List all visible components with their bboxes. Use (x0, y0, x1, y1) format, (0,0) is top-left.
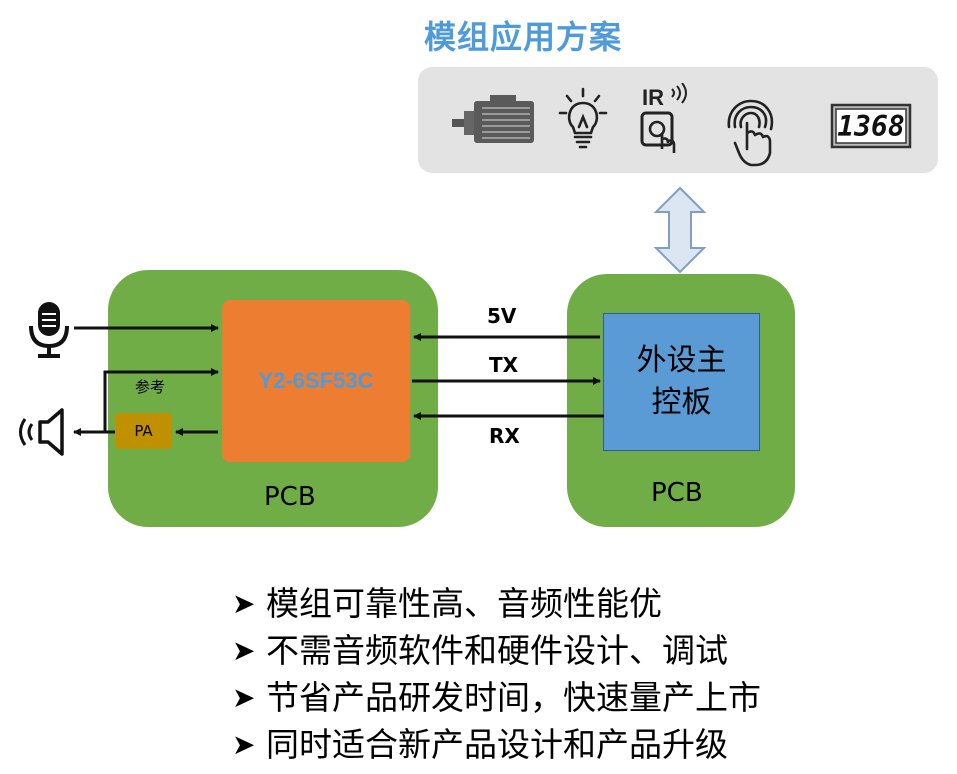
bullet-arrow-icon: ➤ (232, 634, 256, 667)
feature-list: ➤ 模组可靠性高、音频性能优 ➤ 不需音频软件和硬件设计、调试 ➤ 节省产品研发… (232, 580, 761, 768)
bullet-text: 同时适合新产品设计和产品升级 (266, 725, 728, 764)
page-title: 模组应用方案 (423, 18, 622, 56)
host-label-line1: 外设主 (636, 343, 727, 378)
list-item: ➤ 同时适合新产品设计和产品升级 (232, 721, 761, 768)
module-label: Y2-6SF53C (258, 368, 374, 393)
list-item: ➤ 不需音频软件和硬件设计、调试 (232, 627, 761, 674)
ir-remote-icon: IR (640, 83, 687, 153)
host-board-block: 外设主 控板 (603, 313, 760, 451)
list-item: ➤ 节省产品研发时间，快速量产上市 (232, 674, 761, 721)
host-label-line2: 控板 (651, 385, 712, 420)
application-icons-panel: IR 1368 (418, 67, 938, 173)
pa-block: PA (115, 413, 172, 449)
signal-rx-label: RX (489, 424, 520, 448)
pa-label: PA (134, 422, 153, 440)
touch-fingerprint-icon (727, 99, 774, 167)
signal-5v-label: 5V (487, 304, 517, 328)
microphone-icon (29, 302, 69, 358)
svg-text:IR: IR (642, 85, 664, 110)
bullet-text: 模组可靠性高、音频性能优 (266, 584, 662, 623)
bullet-arrow-icon: ➤ (232, 587, 256, 620)
motor-icon (452, 95, 534, 143)
module-block: Y2-6SF53C (222, 300, 410, 462)
bullet-text: 不需音频软件和硬件设计、调试 (266, 631, 728, 670)
bidirectional-arrow-icon (653, 186, 707, 274)
list-item: ➤ 模组可靠性高、音频性能优 (232, 580, 761, 627)
bullet-arrow-icon: ➤ (232, 728, 256, 761)
digital-display-icon: 1368 (830, 103, 912, 149)
bullet-arrow-icon: ➤ (232, 681, 256, 714)
pcb-left-label: PCB (264, 482, 316, 512)
signal-tx-label: TX (489, 353, 519, 377)
speaker-icon (19, 408, 64, 456)
light-bulb-icon (558, 87, 608, 149)
reference-label: 参考 (135, 378, 166, 396)
pcb-right-label: PCB (651, 478, 703, 508)
bullet-text: 节省产品研发时间，快速量产上市 (266, 678, 761, 717)
svg-text:1368: 1368 (837, 110, 904, 143)
